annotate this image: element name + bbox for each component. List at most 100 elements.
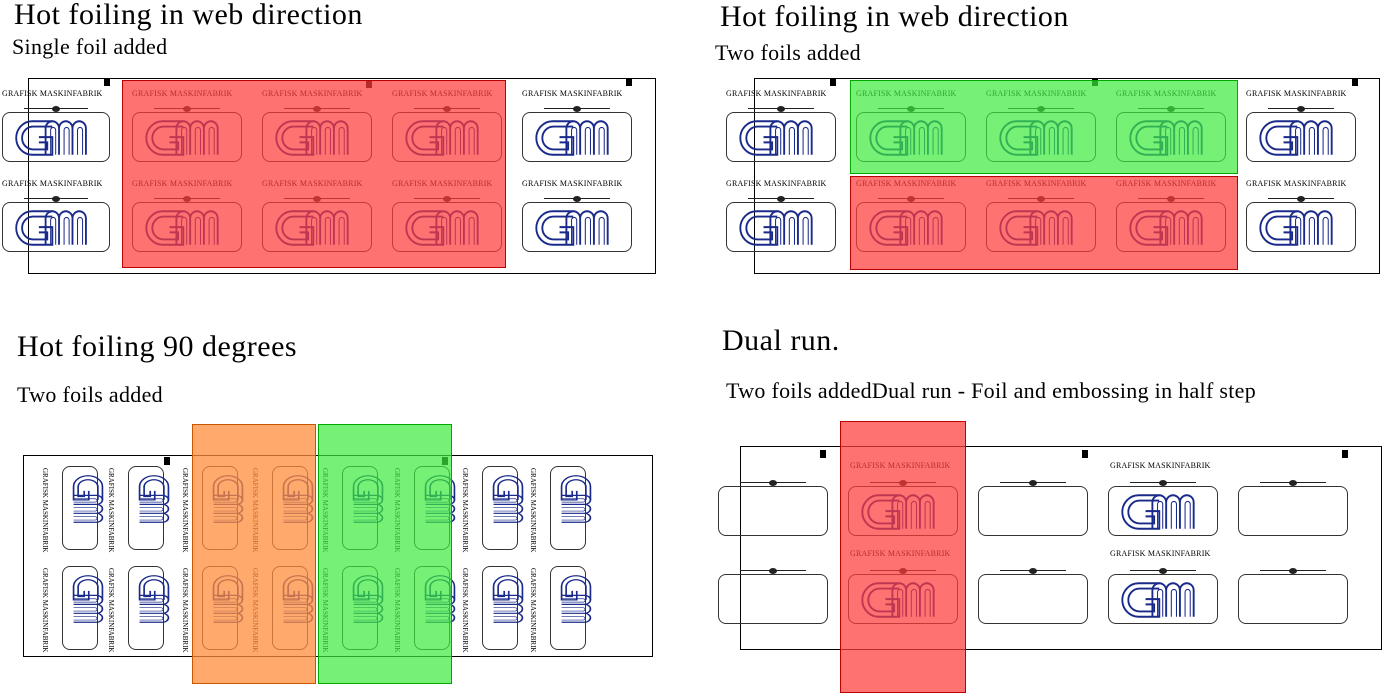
gm-logo-icon	[560, 575, 592, 623]
ornament-icon	[1260, 568, 1326, 574]
label-text-vertical: GRAFISK MASKINFABRIK	[461, 468, 469, 553]
gm-logo-icon	[492, 475, 524, 523]
gm-logo-icon	[15, 120, 87, 156]
label-card	[718, 486, 828, 536]
label-text: GRAFISK MASKINFABRIK	[1110, 461, 1211, 470]
label-text: GRAFISK MASKINFABRIK	[726, 89, 827, 98]
gm-logo-icon	[1121, 494, 1195, 530]
ornament-icon	[544, 106, 610, 112]
gm-logo-icon	[1259, 120, 1333, 156]
foil-orange-area	[192, 424, 316, 684]
label-text: GRAFISK MASKINFABRIK	[2, 179, 103, 188]
label-card	[726, 202, 836, 252]
label-text: GRAFISK MASKINFABRIK	[1246, 179, 1347, 188]
label-text-vertical: GRAFISK MASKINFABRIK	[181, 468, 189, 553]
label-card	[550, 466, 586, 550]
label-text: GRAFISK MASKINFABRIK	[522, 89, 623, 98]
gm-logo-icon	[739, 120, 813, 156]
gm-logo-icon	[15, 210, 87, 246]
label-text: GRAFISK MASKINFABRIK	[1110, 549, 1211, 558]
label-card	[718, 574, 828, 624]
diagram-web-two-foils: GRAFISK MASKINFABRIK GRAFISK MASKINFABRIK…	[720, 78, 1380, 278]
foil-red-area	[840, 421, 966, 693]
label-card	[1246, 112, 1356, 162]
panel-title-br: Dual run.	[722, 324, 840, 357]
label-card	[482, 566, 518, 650]
ornament-icon	[24, 106, 88, 112]
label-card	[550, 566, 586, 650]
label-card	[1238, 486, 1348, 536]
ornament-icon	[1130, 480, 1196, 486]
label-card	[482, 466, 518, 550]
gm-logo-icon	[72, 575, 104, 623]
label-text: GRAFISK MASKINFABRIK	[726, 179, 827, 188]
label-card	[1238, 574, 1348, 624]
label-card	[1108, 486, 1218, 536]
label-text-vertical: GRAFISK MASKINFABRIK	[181, 568, 189, 653]
ornament-icon	[1000, 480, 1066, 486]
gm-logo-icon	[535, 120, 609, 156]
register-mark-icon	[104, 78, 110, 86]
ornament-icon	[1260, 480, 1326, 486]
label-text-vertical: GRAFISK MASKINFABRIK	[107, 568, 115, 653]
gm-logo-icon	[138, 575, 170, 623]
label-card	[2, 202, 110, 252]
panel-title-tl: Hot foiling in web direction	[14, 0, 363, 31]
ornament-icon	[1268, 106, 1334, 112]
gm-logo-icon	[72, 475, 104, 523]
register-mark-icon	[1352, 78, 1358, 86]
gm-logo-icon	[1121, 582, 1195, 618]
gm-logo-icon	[560, 475, 592, 523]
diagram-90-degrees-two-foils: GRAFISK MASKINFABRIK GRAFISK MASKINFABRIK…	[0, 420, 660, 690]
label-card	[522, 112, 632, 162]
label-card	[522, 202, 632, 252]
panel-title-tr: Hot foiling in web direction	[720, 0, 1069, 33]
diagram-dual-run: GRAFISK MASKINFABRIK GRAFISK MASKINFABRIK…	[700, 418, 1382, 693]
ornament-icon	[740, 568, 806, 574]
ornament-icon	[1000, 568, 1066, 574]
web-outline	[28, 78, 656, 274]
label-text-vertical: GRAFISK MASKINFABRIK	[107, 468, 115, 553]
ornament-icon	[748, 106, 814, 112]
label-card	[1246, 202, 1356, 252]
label-text: GRAFISK MASKINFABRIK	[2, 89, 103, 98]
ornament-icon	[748, 196, 814, 202]
foil-green-area	[850, 80, 1238, 174]
register-mark-icon	[164, 457, 170, 465]
panel-title-bl: Hot foiling 90 degrees	[17, 330, 298, 363]
label-text-vertical: GRAFISK MASKINFABRIK	[41, 568, 49, 653]
label-text-vertical: GRAFISK MASKINFABRIK	[41, 468, 49, 553]
label-text-vertical: GRAFISK MASKINFABRIK	[529, 468, 537, 553]
panel-subtitle-br: Two foils addedDual run - Foil and embos…	[726, 378, 1257, 403]
ornament-icon	[1130, 568, 1196, 574]
label-text: GRAFISK MASKINFABRIK	[522, 179, 623, 188]
web-outline	[754, 78, 1380, 274]
label-card	[978, 574, 1088, 624]
diagram-web-single-foil: GRAFISK MASKINFABRIK GRAFISK MASKINFABRIK…	[0, 78, 656, 278]
label-card	[726, 112, 836, 162]
register-mark-icon	[1082, 450, 1088, 458]
label-text-vertical: GRAFISK MASKINFABRIK	[529, 568, 537, 653]
gm-logo-icon	[138, 475, 170, 523]
ornament-icon	[544, 196, 610, 202]
ornament-icon	[740, 480, 806, 486]
gm-logo-icon	[535, 210, 609, 246]
label-text-vertical: GRAFISK MASKINFABRIK	[461, 568, 469, 653]
gm-logo-icon	[739, 210, 813, 246]
ornament-icon	[1268, 196, 1334, 202]
register-mark-icon	[820, 450, 826, 458]
label-card	[62, 466, 98, 550]
label-card	[128, 566, 164, 650]
label-card	[128, 466, 164, 550]
panel-subtitle-bl: Two foils added	[17, 382, 163, 407]
ornament-icon	[24, 196, 88, 202]
gm-logo-icon	[1259, 210, 1333, 246]
register-mark-icon	[626, 78, 632, 86]
label-text: GRAFISK MASKINFABRIK	[1246, 89, 1347, 98]
label-card	[2, 112, 110, 162]
foil-green-area	[318, 424, 452, 684]
label-card	[978, 486, 1088, 536]
register-mark-icon	[1342, 450, 1348, 458]
label-card	[62, 566, 98, 650]
label-card	[1108, 574, 1218, 624]
